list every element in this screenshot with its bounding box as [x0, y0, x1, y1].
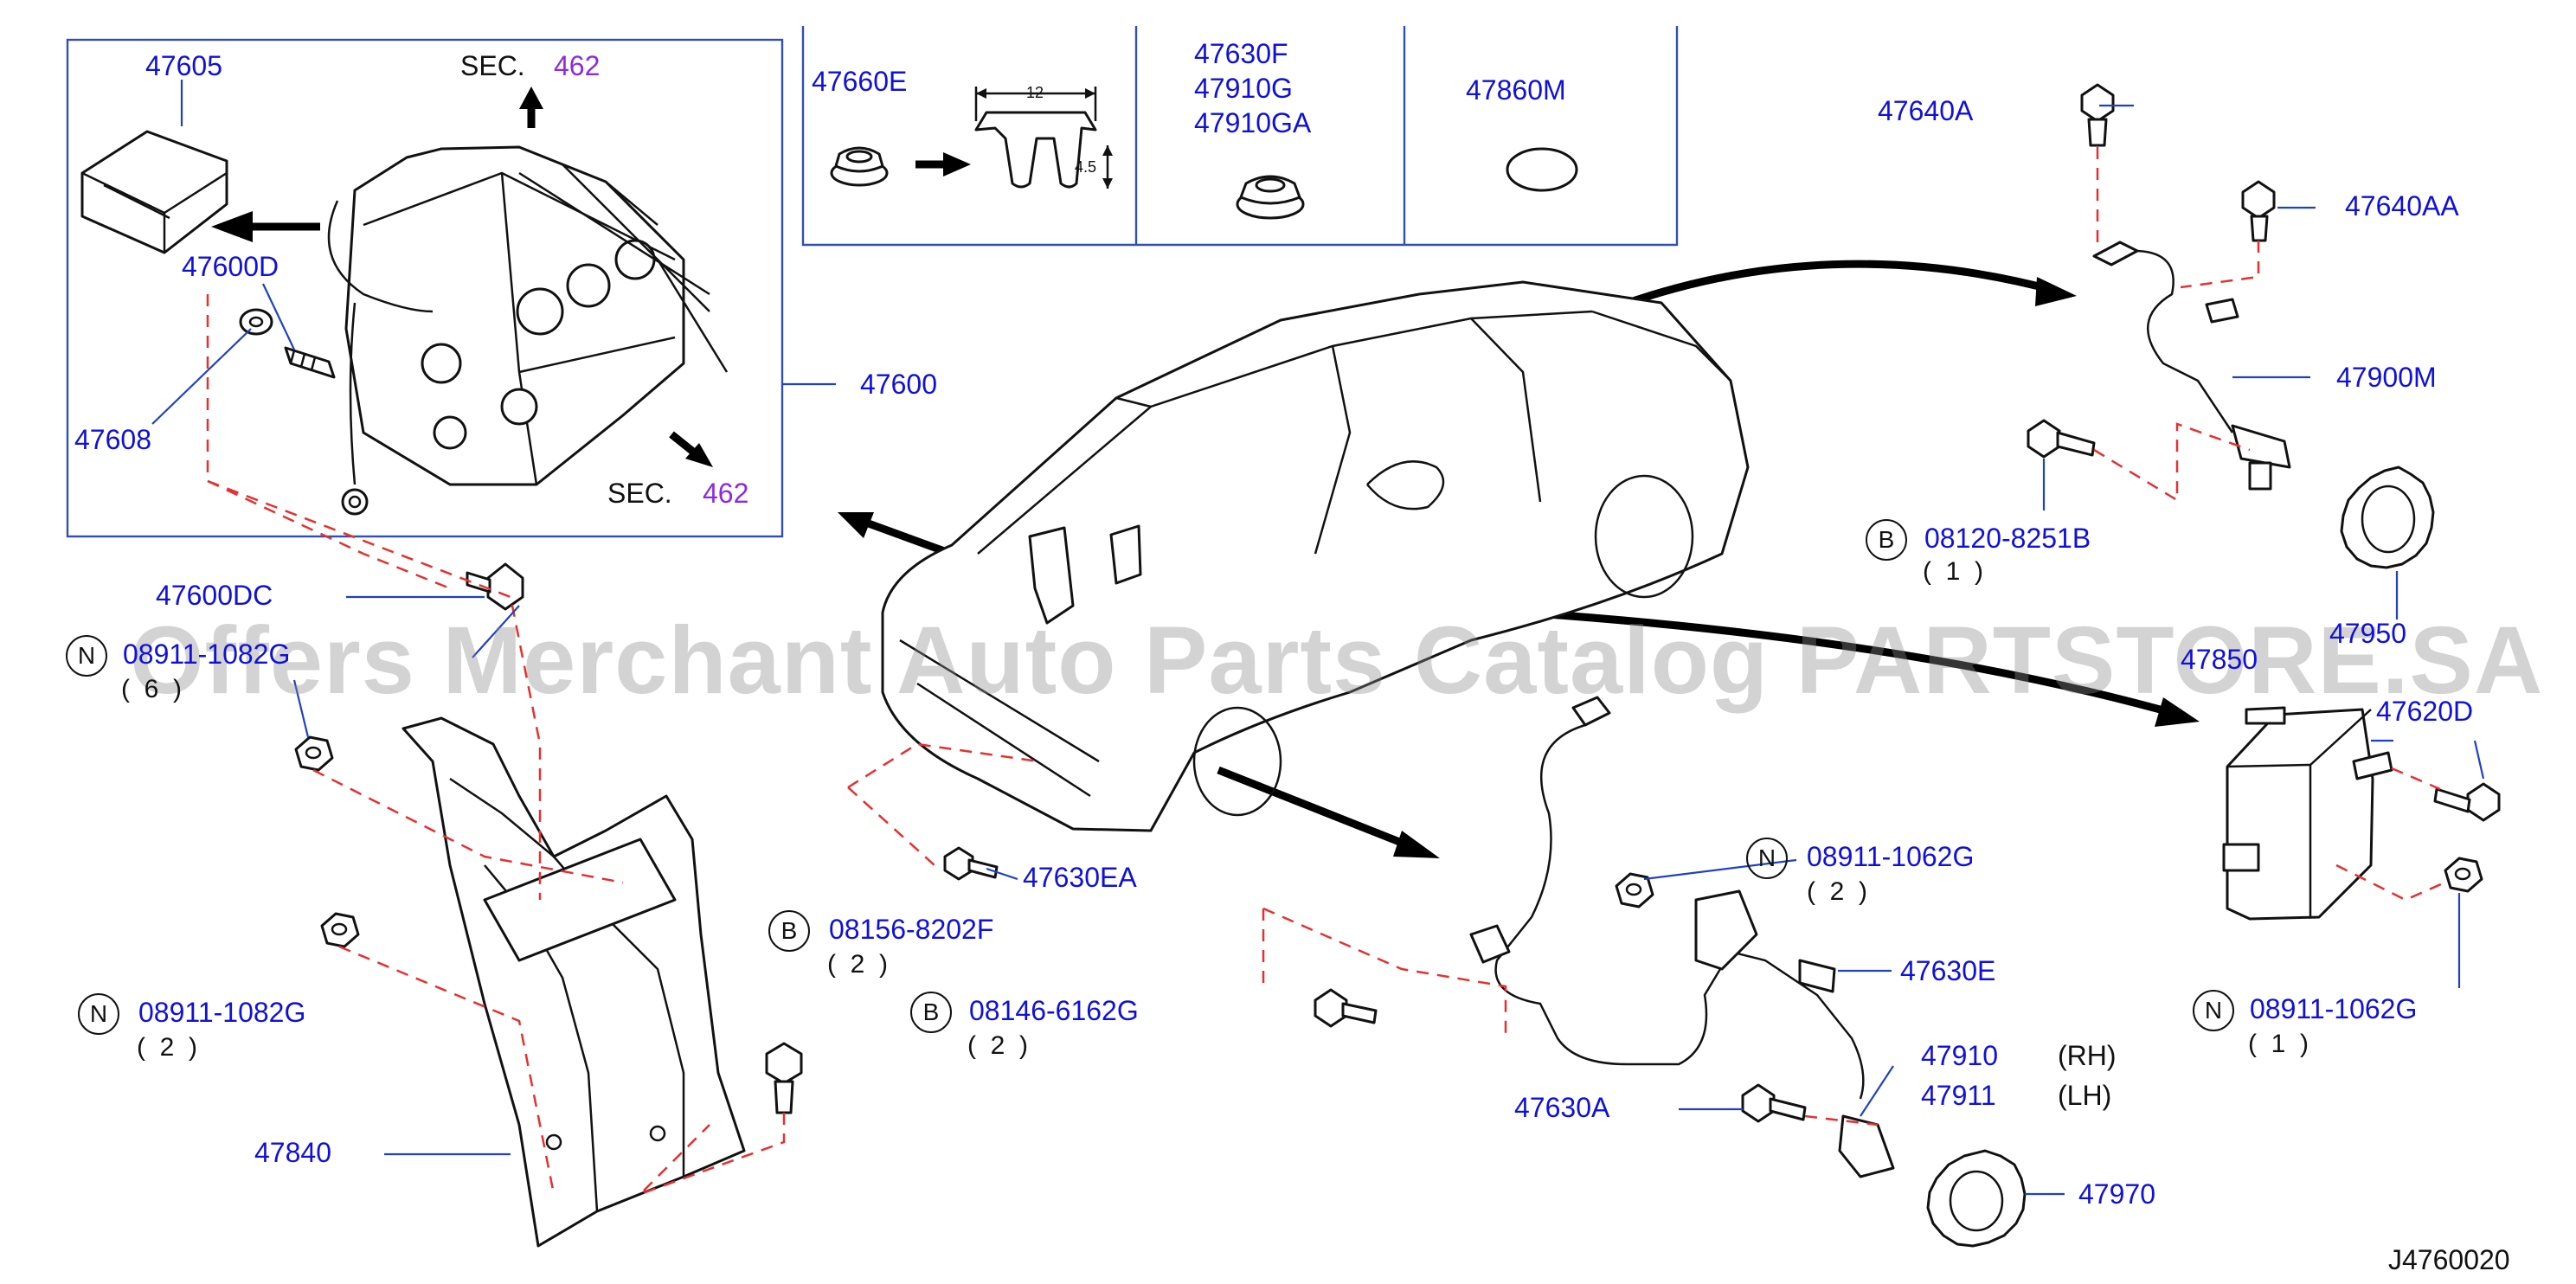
label-47911[interactable]: 47911: [1921, 1080, 1996, 1111]
grommet-47660e: [830, 146, 889, 187]
bushing-47600d: [284, 346, 336, 379]
prefix-b-08146: B: [910, 992, 952, 1033]
bolt-47640a: [2080, 83, 2115, 147]
nut-08911-1062g-right: [2444, 857, 2483, 893]
label-47630e[interactable]: 47630E: [1900, 955, 1996, 986]
abs-actuator-assembly: [80, 130, 729, 516]
label-08911-1062g-right[interactable]: 08911-1062G: [2250, 993, 2418, 1024]
dim-width: 12: [1026, 84, 1044, 101]
qty-08911-1062g-right: ( 1 ): [2248, 1030, 2309, 1058]
prefix-n-08911-1062g-right: N: [2193, 990, 2234, 1031]
label-47630a[interactable]: 47630A: [1514, 1092, 1610, 1123]
label-47900m[interactable]: 47900M: [2336, 362, 2437, 393]
nut-08911-1082g-lower: [320, 912, 360, 948]
label-47620d[interactable]: 47620D: [2376, 696, 2474, 727]
label-08120-8251b[interactable]: 08120-8251B: [1924, 523, 2091, 554]
bolt-08156-8202f: [765, 1042, 803, 1114]
qty-08156: ( 2 ): [827, 950, 889, 979]
clip-table-frame: [801, 26, 1679, 247]
nut-08911-1082g-upper: [294, 735, 334, 772]
label-47640aa[interactable]: 47640AA: [2345, 190, 2459, 221]
label-47600d[interactable]: 47600D: [182, 251, 279, 282]
prefix-n-08911-1062g-front: N: [1746, 838, 1788, 879]
bolt-47630ea: [943, 846, 999, 881]
vehicle-outline: [881, 280, 1750, 832]
dim-height: 4.5: [1075, 158, 1097, 176]
label-47860m[interactable]: 47860M: [1466, 74, 1566, 106]
qty-08120: ( 1 ): [1923, 557, 1984, 586]
label-08146-6162g[interactable]: 08146-6162G: [969, 995, 1139, 1026]
label-47630f[interactable]: 47630F: [1194, 38, 1288, 69]
prefix-b-08156: B: [768, 910, 810, 952]
plug-47860m: [1506, 147, 1578, 192]
label-47660e[interactable]: 47660E: [812, 66, 908, 97]
bolt-47640aa: [2241, 180, 2276, 242]
bolt-front-sensor: [1741, 1083, 1807, 1123]
label-47910[interactable]: 47910: [1921, 1040, 1998, 1071]
prefix-n-08911-1082g-upper: N: [66, 635, 107, 677]
grommet-47630f: [1236, 175, 1305, 220]
clip-dimensions: [976, 88, 1113, 189]
tone-ring-47950: [2340, 465, 2435, 569]
label-47970[interactable]: 47970: [2078, 1178, 2155, 1210]
nut-08911-1062g-front: [1615, 872, 1654, 908]
sec-ref-bottom-link[interactable]: 462: [703, 478, 749, 509]
qty-08911-1062g-front: ( 2 ): [1807, 877, 1868, 906]
abs-control-unit-47850: [2222, 706, 2393, 921]
label-47600[interactable]: 47600: [860, 369, 937, 400]
tone-ring-47970: [1926, 1149, 2027, 1248]
label-47950[interactable]: 47950: [2329, 618, 2406, 649]
bracket-47840: [401, 716, 746, 1248]
bolt-08120-8251b: [2027, 419, 2096, 459]
prefix-n-08911-1082g-lower: N: [78, 993, 119, 1035]
sec-ref-bottom-prefix: SEC.: [607, 478, 672, 509]
label-08156-8202f[interactable]: 08156-8202F: [829, 914, 994, 945]
qty-08146: ( 2 ): [967, 1031, 1029, 1060]
watermark: Offers Merchant Auto Parts Catalog PARTS…: [130, 607, 2544, 714]
qty-08911-1082g-upper: ( 6 ): [121, 675, 183, 703]
front-sensor-harness: [1469, 696, 1895, 1178]
label-47608[interactable]: 47608: [74, 424, 151, 455]
drawing-id: J4760020: [2388, 1244, 2510, 1275]
label-47910g[interactable]: 47910G: [1194, 73, 1293, 104]
label-47600dc[interactable]: 47600DC: [156, 580, 273, 611]
label-47605[interactable]: 47605: [145, 50, 222, 81]
label-08911-1062g-front[interactable]: 08911-1062G: [1807, 841, 1975, 872]
actuator-detail-frame: [66, 38, 784, 538]
label-47640a[interactable]: 47640A: [1878, 95, 1974, 126]
side-rh: (RH): [2058, 1040, 2117, 1071]
washer-47608: [239, 308, 273, 336]
label-47910ga[interactable]: 47910GA: [1194, 107, 1312, 138]
rear-sensor-47900m: [2092, 241, 2291, 491]
label-47630ea[interactable]: 47630EA: [1023, 862, 1137, 893]
sec-ref-top-link[interactable]: 462: [554, 50, 601, 81]
bolt-47620d: [2433, 782, 2501, 822]
label-47850[interactable]: 47850: [2181, 644, 2258, 675]
bolt-47600dc: [466, 562, 524, 611]
prefix-b-08120: B: [1866, 519, 1907, 561]
qty-08911-1082g-lower: ( 2 ): [137, 1033, 198, 1062]
bolt-47630a: [1314, 988, 1378, 1028]
sec-ref-top-prefix: SEC.: [460, 50, 525, 81]
label-08911-1082g-upper[interactable]: 08911-1082G: [123, 639, 291, 670]
side-lh: (LH): [2058, 1080, 2112, 1111]
label-47840[interactable]: 47840: [254, 1137, 331, 1168]
label-08911-1082g-lower[interactable]: 08911-1082G: [138, 997, 306, 1028]
mounting-dash-lines: [206, 147, 2450, 1196]
